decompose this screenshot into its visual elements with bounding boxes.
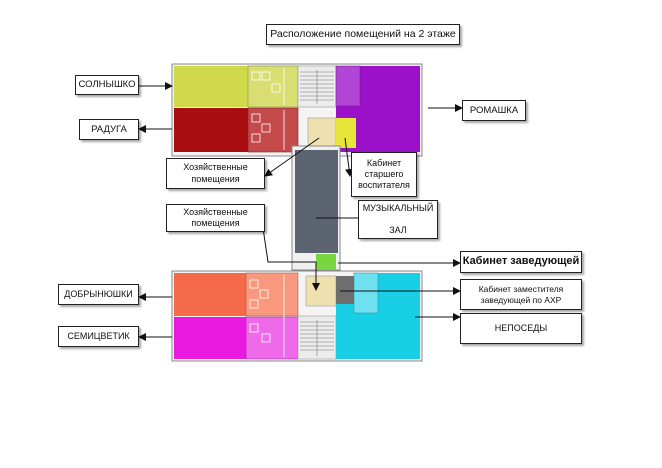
room-neposedy-lower bbox=[336, 304, 354, 359]
label-household-bottom: Хозяйственные помещения bbox=[166, 204, 265, 232]
label-deputy-office: Кабинет заместителя заведующей по АХР bbox=[460, 279, 582, 310]
room-romashka-annex bbox=[335, 65, 361, 107]
stairs-top bbox=[300, 70, 334, 104]
fixtures-top bbox=[251, 68, 285, 150]
label-solnyshko: СОЛНЫШКО bbox=[75, 75, 139, 95]
room-head-office[interactable] bbox=[316, 254, 336, 270]
room-neposedy-annex bbox=[353, 272, 379, 314]
room-senior-teacher[interactable] bbox=[336, 118, 356, 148]
label-semitsvetik: СЕМИЦВЕТИК bbox=[58, 326, 139, 347]
room-household-top bbox=[307, 117, 337, 149]
label-head-office: Кабинет заведующей bbox=[460, 251, 582, 273]
stairs-bottom bbox=[300, 320, 334, 356]
label-raduga: РАДУГА bbox=[79, 119, 139, 140]
room-raduga-annex bbox=[247, 107, 299, 153]
label-music-hall: МУЗЫКАЛЬНЫЙ ЗАЛ bbox=[358, 200, 438, 239]
label-household-top: Хозяйственные помещения bbox=[166, 158, 265, 189]
fixtures-bottom bbox=[249, 275, 285, 357]
label-neposedy: НЕПОСЕДЫ bbox=[460, 313, 582, 344]
leader-lines bbox=[138, 82, 463, 341]
room-dobrynyushki-annex bbox=[245, 272, 299, 317]
label-romashka: РОМАШКА bbox=[462, 100, 526, 121]
room-music-hall[interactable] bbox=[295, 150, 338, 253]
label-senior-teacher: Кабинет старшего воспитателя bbox=[351, 152, 417, 197]
page-title: Расположение помещений на 2 этаже bbox=[266, 24, 460, 45]
room-deputy-office[interactable] bbox=[336, 276, 354, 304]
label-dobrynyushki: ДОБРЫНЮШКИ bbox=[58, 284, 139, 305]
room-household-bottom bbox=[305, 275, 337, 307]
room-semitsvetik-annex bbox=[245, 316, 299, 360]
